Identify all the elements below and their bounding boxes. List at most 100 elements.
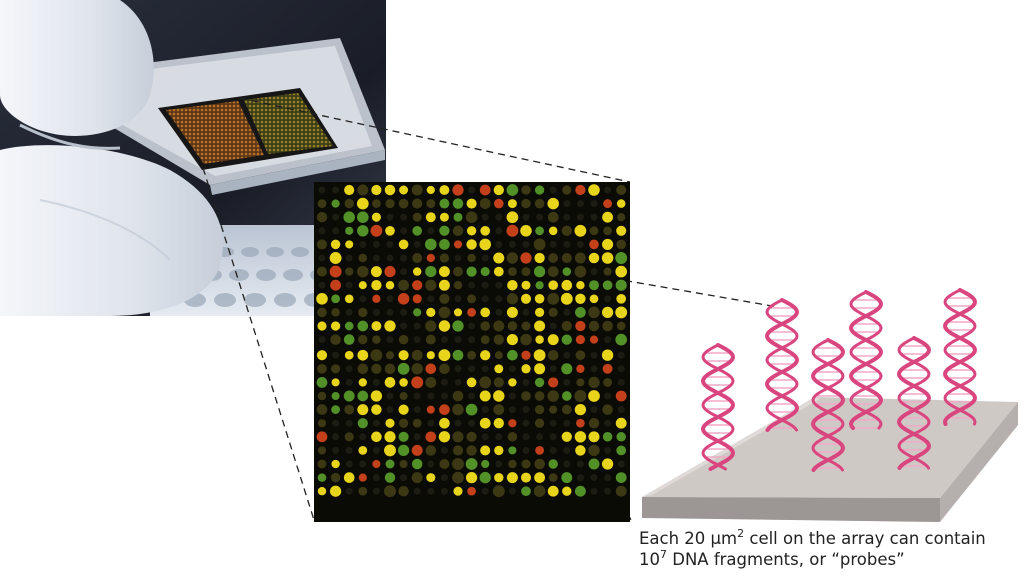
array-spot: [386, 213, 394, 221]
array-spot: [494, 351, 503, 360]
array-spot: [617, 378, 625, 386]
array-spot: [344, 404, 355, 415]
array-spot: [439, 293, 450, 304]
array-spot: [411, 184, 423, 196]
array-spot: [465, 458, 478, 470]
array-spot: [371, 212, 381, 222]
array-spot: [358, 473, 367, 482]
array-spot: [316, 404, 328, 415]
array-spot: [576, 364, 585, 373]
array-spot: [562, 486, 572, 496]
array-spot: [479, 417, 491, 429]
array-spot: [506, 224, 519, 237]
array-spot: [604, 474, 612, 482]
array-spot: [574, 224, 587, 237]
array-spot: [480, 335, 490, 344]
array-spot: [359, 295, 367, 303]
array-spot: [589, 226, 599, 236]
array-spot: [575, 293, 586, 305]
array-spot: [521, 185, 531, 195]
array-spot: [466, 226, 477, 236]
array-spot: [508, 240, 516, 248]
array-spot: [590, 213, 598, 221]
array-spot: [562, 185, 572, 195]
array-spot: [400, 308, 408, 316]
array-spot: [520, 293, 532, 304]
array-spot: [384, 363, 396, 375]
array-spot: [549, 240, 557, 248]
array-spot: [332, 419, 340, 427]
array-spot: [603, 226, 612, 236]
array-spot: [507, 432, 518, 442]
array-spot: [398, 279, 410, 291]
array-spot: [495, 295, 503, 303]
array-spot: [468, 419, 476, 427]
array-spot: [356, 211, 369, 224]
array-spot: [318, 254, 326, 262]
array-spot: [317, 487, 327, 496]
array-spot: [425, 445, 437, 456]
array-spot: [330, 472, 341, 483]
array-spot: [588, 184, 600, 196]
array-spot: [534, 198, 545, 209]
array-spot: [343, 390, 355, 402]
array-spot: [332, 433, 340, 441]
array-spot: [534, 472, 546, 484]
array-spot: [493, 320, 505, 332]
array-spot: [412, 294, 422, 304]
array-spot: [359, 433, 367, 441]
array-spot: [493, 266, 504, 277]
array-spot: [400, 268, 408, 276]
array-spot: [588, 431, 600, 443]
array-spot: [358, 445, 368, 455]
array-spot: [399, 378, 408, 387]
array-spot: [356, 197, 369, 210]
array-spot: [575, 320, 586, 332]
array-spot: [588, 306, 600, 319]
array-spot: [535, 281, 544, 290]
array-spot: [357, 349, 369, 361]
array-spot: [506, 472, 518, 484]
array-spot: [425, 431, 437, 443]
array-spot: [506, 211, 519, 224]
array-spot: [602, 211, 614, 223]
array-spot: [398, 350, 409, 361]
array-spot: [590, 365, 598, 373]
array-spot: [427, 392, 435, 400]
array-spot: [426, 307, 436, 318]
array-spot: [563, 419, 571, 427]
array-spot: [398, 431, 409, 442]
array-spot: [386, 308, 394, 316]
array-spot: [345, 378, 353, 386]
array-spot: [481, 295, 489, 303]
array-spot: [493, 377, 504, 388]
array-spot: [385, 418, 395, 428]
array-spots: [316, 184, 628, 498]
array-spot: [344, 198, 354, 209]
array-spot: [427, 295, 435, 303]
array-spot: [411, 444, 423, 456]
array-spot: [400, 254, 408, 262]
array-spot: [372, 446, 380, 454]
array-spot: [440, 474, 448, 482]
array-spot: [563, 213, 571, 221]
array-spot: [507, 279, 518, 291]
array-spot: [548, 253, 559, 263]
array-spot: [521, 391, 531, 401]
array-spot: [372, 419, 380, 427]
array-spot: [547, 211, 559, 223]
array-spot: [454, 336, 462, 344]
array-spot: [480, 350, 491, 361]
array-spot: [522, 378, 530, 386]
array-spot: [561, 391, 572, 401]
caption-line-2: 107 DNA fragments, or “probes”: [639, 549, 1024, 570]
array-spot: [397, 362, 410, 375]
array-spot: [521, 486, 531, 497]
caption-line-2-base: 10: [639, 550, 660, 569]
array-spot: [615, 279, 627, 291]
array-spot: [533, 349, 546, 362]
array-spot: [521, 364, 531, 374]
array-spot: [561, 472, 573, 484]
array-spot: [468, 281, 476, 289]
array-spot: [575, 445, 586, 456]
